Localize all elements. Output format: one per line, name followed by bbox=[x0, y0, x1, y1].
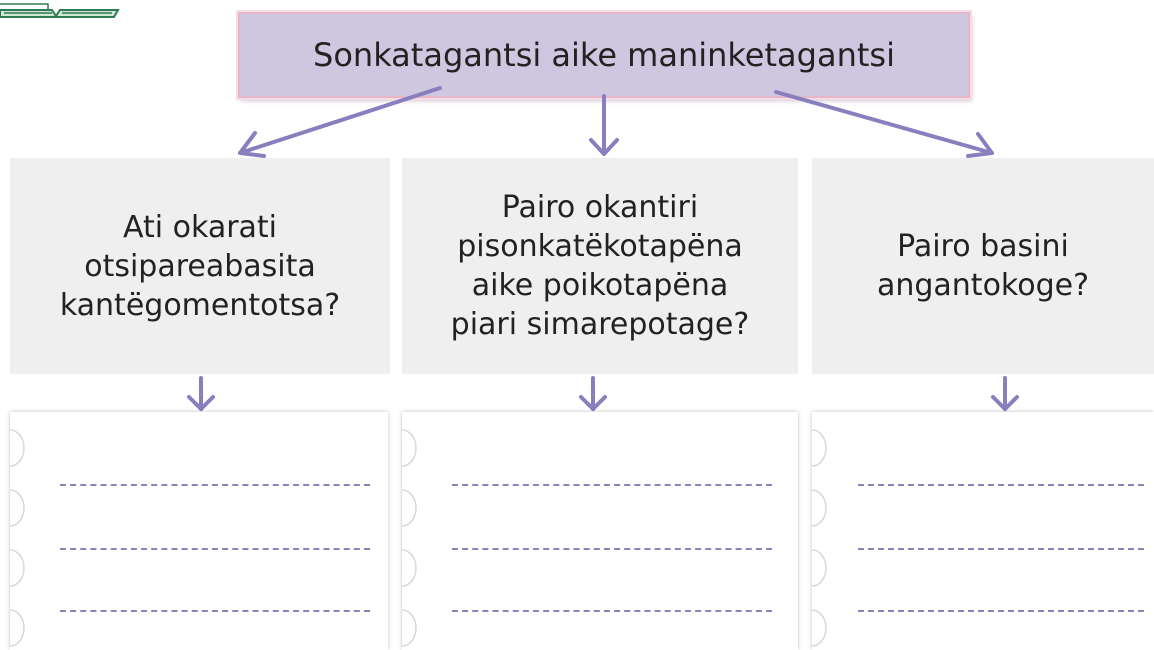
answer-line[interactable] bbox=[858, 484, 1144, 486]
question-box-2: Pairo okantiri pisonkatëkotapëna aike po… bbox=[402, 158, 798, 374]
arrow-icon bbox=[579, 376, 607, 411]
arrow-icon bbox=[991, 376, 1019, 411]
book-icon bbox=[0, 3, 120, 18]
question-1-line-1: Ati okarati bbox=[122, 209, 278, 245]
scallop-edge bbox=[9, 429, 25, 647]
answer-line[interactable] bbox=[452, 484, 772, 486]
title-text: Sonkatagantsi aike maninketagantsi bbox=[313, 36, 895, 74]
answer-line[interactable] bbox=[452, 610, 772, 612]
question-2-line-3: aike poikotapëna bbox=[471, 268, 729, 303]
answer-line[interactable] bbox=[60, 548, 370, 550]
scallop-edge bbox=[811, 429, 827, 647]
arrow-icon bbox=[187, 376, 215, 411]
answer-line[interactable] bbox=[858, 548, 1144, 550]
answer-line[interactable] bbox=[452, 548, 772, 550]
question-2-line-1: Pairo okantiri bbox=[501, 190, 699, 225]
question-1-line-3: kantëgomentotsa? bbox=[59, 287, 341, 323]
answer-line[interactable] bbox=[858, 610, 1144, 612]
arrow-icon bbox=[238, 86, 442, 158]
question-box-1: Ati okarati otsipareabasita kantëgomento… bbox=[10, 158, 390, 374]
question-1-line-2: otsipareabasita bbox=[84, 248, 316, 284]
scallop-edge bbox=[401, 429, 417, 647]
answer-line[interactable] bbox=[60, 610, 370, 612]
answer-card-2 bbox=[401, 412, 798, 650]
answer-card-3 bbox=[811, 412, 1154, 650]
arrow-icon bbox=[774, 90, 994, 158]
arrow-icon bbox=[589, 94, 619, 156]
question-box-3: Pairo basini angantokoge? bbox=[812, 158, 1154, 374]
question-3-line-1: Pairo basini bbox=[897, 229, 1069, 264]
question-2-line-4: piari simarepotage? bbox=[450, 307, 750, 342]
title-box: Sonkatagantsi aike maninketagantsi bbox=[238, 12, 970, 98]
question-2-line-2: pisonkatëkotapëna bbox=[457, 229, 743, 264]
answer-line[interactable] bbox=[60, 484, 370, 486]
answer-card-1 bbox=[9, 412, 388, 650]
question-3-line-2: angantokoge? bbox=[876, 268, 1090, 303]
